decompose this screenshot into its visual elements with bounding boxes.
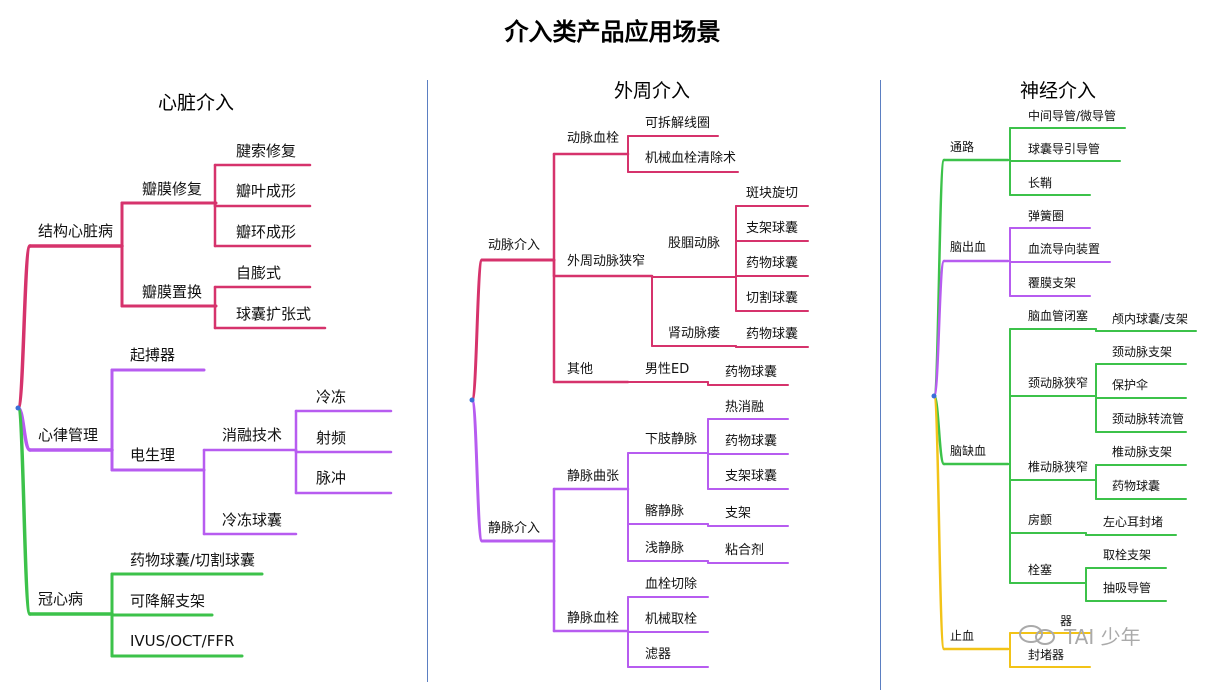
- node-adhesive: 粘合剂: [725, 543, 765, 558]
- node-venous: 静脉介入: [488, 521, 541, 536]
- page-title: 介入类产品应用场景: [504, 18, 721, 46]
- root-node-3: [931, 393, 937, 399]
- node-occlusion: 脑血管闭塞: [1028, 309, 1089, 323]
- node-dcb-cutting-balloon: 药物球囊/切割球囊: [130, 551, 256, 569]
- node-annuloplasty: 瓣环成形: [236, 223, 297, 241]
- branch-curve: [16, 244, 32, 410]
- node-peripheral-stenosis: 外周动脉狭窄: [567, 254, 646, 269]
- node-femoropopliteal: 股腘动脉: [668, 236, 721, 251]
- node-long-sheath: 长鞘: [1028, 176, 1053, 190]
- node-cryo: 冷冻: [316, 388, 347, 406]
- node-lower-limb-vein: 下肢静脉: [645, 432, 698, 447]
- node-af: 房颤: [1028, 513, 1053, 527]
- root-node-2: [469, 397, 475, 403]
- node-ischemia: 脑缺血: [950, 444, 987, 458]
- column-divider-2: [880, 80, 881, 690]
- node-mechanical-thrombectomy: 机械血栓清除术: [645, 151, 737, 166]
- node-embolism: 栓塞: [1028, 563, 1053, 577]
- node-self-expanding: 自膨式: [236, 264, 282, 282]
- node-structural-heart: 结构心脏病: [38, 222, 114, 240]
- node-stent-retriever: 取栓支架: [1103, 548, 1152, 562]
- node-arterial-thrombus: 动脉血栓: [567, 131, 620, 146]
- branch-curve: [470, 258, 484, 402]
- node-vein-dcb: 药物球囊: [725, 434, 778, 449]
- node-radiofrequency: 射频: [316, 429, 347, 447]
- node-ablation: 消融技术: [222, 426, 283, 444]
- node-carotid-stenosis: 颈动脉狭窄: [1028, 376, 1089, 390]
- node-iliac-vein: 髂静脉: [645, 504, 685, 519]
- node-hemorrhage: 脑出血: [950, 240, 987, 254]
- node-hemostasis: 止血: [950, 629, 975, 643]
- column-title-neuro: 神经介入: [1020, 80, 1097, 102]
- node-arterial: 动脉介入: [488, 238, 541, 253]
- node-electrophysiology: 电生理: [130, 446, 176, 464]
- node-vein-stent-balloon: 支架球囊: [725, 469, 778, 484]
- node-protection-device: 保护伞: [1112, 378, 1149, 392]
- node-detachable-coil: 可拆解线圈: [645, 116, 711, 131]
- node-carotid-stent: 颈动脉支架: [1112, 345, 1173, 359]
- node-thermal-ablation: 热消融: [725, 400, 765, 415]
- node-vertebral-dcb: 药物球囊: [1112, 479, 1161, 493]
- node-coronary: 冠心病: [38, 590, 84, 608]
- node-renal-fistula: 肾动脉瘘: [668, 326, 721, 341]
- watermark-text: TAI 少年: [1064, 625, 1141, 649]
- node-iliac-stent: 支架: [725, 506, 752, 521]
- node-mechanical-embolectomy: 机械取栓: [645, 612, 698, 627]
- node-closure-device: 封堵器: [1028, 648, 1065, 662]
- node-intracranial-balloon-stent: 颅内球囊/支架: [1112, 312, 1189, 326]
- column-title-peripheral: 外周介入: [614, 80, 691, 102]
- root-node-1: [15, 405, 21, 411]
- node-thrombectomy: 血栓切除: [645, 577, 698, 592]
- node-filter: 滤器: [645, 647, 672, 662]
- node-ed-dcb: 药物球囊: [725, 365, 778, 380]
- node-renal-dcb: 药物球囊: [746, 327, 799, 342]
- node-atherectomy: 斑块旋切: [746, 186, 799, 201]
- node-rhythm-management: 心律管理: [38, 426, 99, 444]
- node-other: 其他: [567, 362, 594, 377]
- node-bioresorbable-stent: 可降解支架: [130, 592, 206, 610]
- node-carotid-shunt: 颈动脉转流管: [1112, 412, 1185, 426]
- node-pulsed: 脉冲: [316, 469, 347, 487]
- node-venous-thrombus: 静脉血栓: [567, 611, 620, 626]
- branch-curve: [16, 406, 32, 616]
- branch-curve: [470, 398, 484, 543]
- node-valve-replacement: 瓣膜置换: [142, 283, 203, 301]
- wechat-logo-icon: [1019, 625, 1055, 645]
- node-laa-occluder: 左心耳封堵: [1103, 515, 1164, 529]
- node-male-ed: 男性ED: [645, 362, 690, 377]
- node-pacemaker: 起搏器: [130, 346, 176, 364]
- node-superficial-vein: 浅静脉: [645, 541, 685, 556]
- node-stent-balloon: 支架球囊: [746, 221, 799, 236]
- node-varicose: 静脉曲张: [567, 469, 620, 484]
- node-ivus-oct-ffr: IVUS/OCT/FFR: [130, 632, 235, 650]
- node-cryoballoon: 冷冻球囊: [222, 511, 283, 529]
- column-title-cardiac: 心脏介入: [158, 92, 235, 114]
- node-vertebral-stent: 椎动脉支架: [1112, 445, 1173, 459]
- node-access: 通路: [950, 140, 975, 154]
- node-dcb: 药物球囊: [746, 256, 799, 271]
- node-coil: 弹簧圈: [1028, 209, 1065, 223]
- node-balloon-expandable: 球囊扩张式: [236, 305, 312, 323]
- branch-curve: [932, 259, 946, 398]
- node-aspiration-catheter: 抽吸导管: [1103, 581, 1152, 595]
- column-divider-1: [427, 80, 428, 682]
- node-device: 器: [1060, 614, 1073, 628]
- node-vertebral-stenosis: 椎动脉狭窄: [1028, 460, 1089, 474]
- branch-curve: [932, 158, 946, 398]
- branch-curve: [932, 394, 946, 651]
- node-valve-repair: 瓣膜修复: [142, 180, 203, 198]
- node-chordae-repair: 腱索修复: [236, 142, 297, 160]
- node-balloon-guide: 球囊导引导管: [1028, 142, 1101, 156]
- node-intermediate-catheter: 中间导管/微导管: [1028, 109, 1117, 123]
- node-covered-stent: 覆膜支架: [1028, 276, 1077, 290]
- node-flow-diverter: 血流导向装置: [1028, 242, 1101, 256]
- node-leaflet-plasty: 瓣叶成形: [236, 182, 297, 200]
- node-cutting-balloon: 切割球囊: [746, 291, 799, 306]
